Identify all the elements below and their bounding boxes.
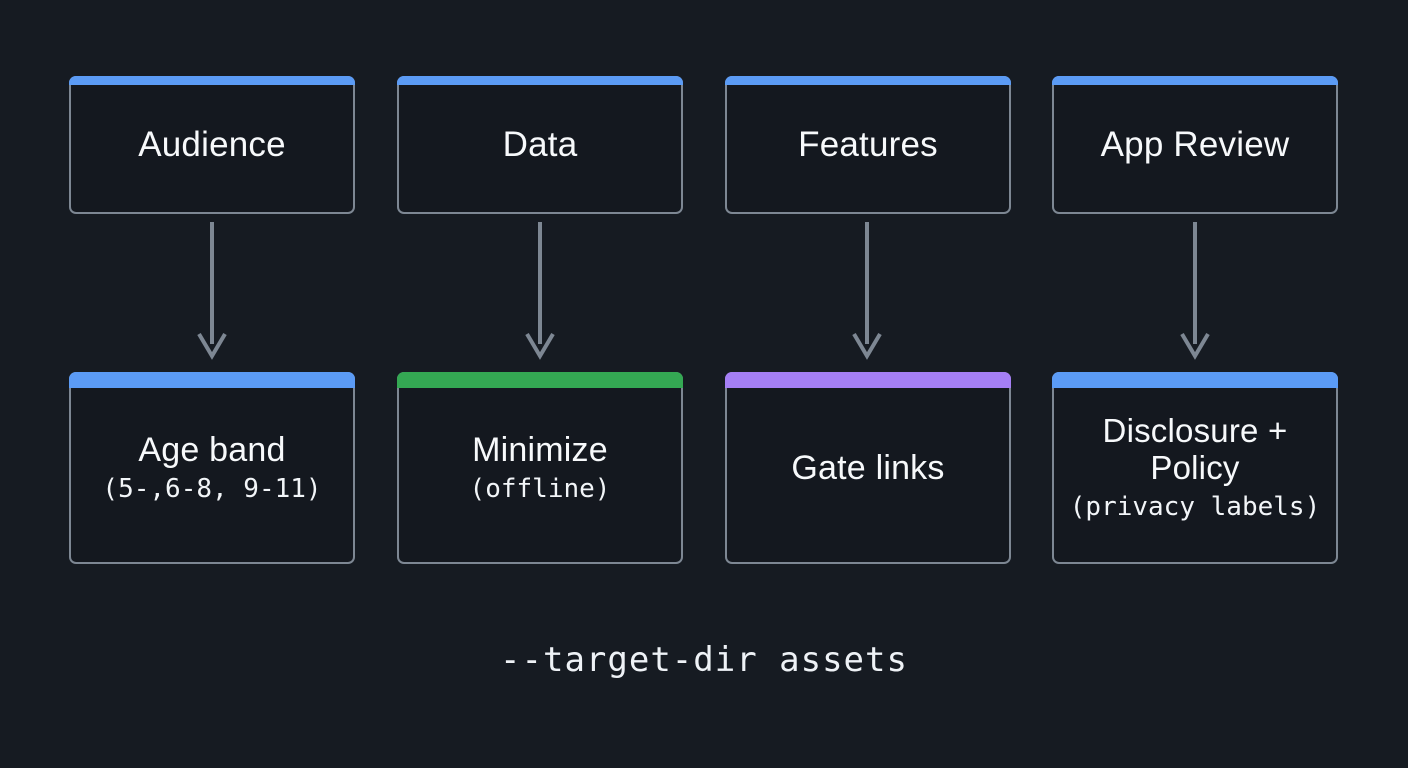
node-title: Features: [798, 125, 938, 165]
node-accent-bar: [397, 76, 683, 85]
node-body: App Review: [1054, 125, 1336, 165]
node-app-review[interactable]: App Review: [1052, 76, 1338, 214]
node-body: Age band (5-,6-8, 9-11): [71, 431, 353, 506]
diagram-caption: --target-dir assets: [500, 640, 908, 680]
edge-app-review-to-disclosure: [1179, 222, 1211, 362]
node-title: Minimize: [472, 430, 608, 469]
node-accent-bar: [1052, 372, 1338, 388]
node-audience[interactable]: Audience: [69, 76, 355, 214]
node-body: Minimize (offline): [399, 431, 681, 506]
node-title: Age band: [138, 430, 286, 469]
edge-data-to-minimize: [524, 222, 556, 362]
node-accent-bar: [69, 76, 355, 85]
node-title: Data: [502, 125, 578, 165]
node-body: Gate links: [727, 449, 1009, 488]
edge-features-to-gate-links: [851, 222, 883, 362]
node-accent-bar: [725, 372, 1011, 388]
node-title: Gate links: [791, 448, 945, 487]
node-subtitle: (offline): [469, 474, 611, 505]
node-minimize[interactable]: Minimize (offline): [397, 372, 683, 564]
node-body: Features: [727, 125, 1009, 165]
node-accent-bar: [69, 372, 355, 388]
node-data[interactable]: Data: [397, 76, 683, 214]
node-subtitle: (privacy labels): [1069, 491, 1321, 522]
node-age-band[interactable]: Age band (5-,6-8, 9-11): [69, 372, 355, 564]
node-title: Audience: [138, 125, 286, 165]
node-body: Disclosure + Policy (privacy labels): [1054, 411, 1336, 523]
node-gate-links[interactable]: Gate links: [725, 372, 1011, 564]
node-accent-bar: [725, 76, 1011, 85]
node-body: Data: [399, 125, 681, 165]
node-features[interactable]: Features: [725, 76, 1011, 214]
node-title: Disclosure + Policy: [1102, 411, 1288, 486]
node-title: App Review: [1100, 125, 1290, 165]
node-disclosure-policy[interactable]: Disclosure + Policy (privacy labels): [1052, 372, 1338, 564]
node-accent-bar: [1052, 76, 1338, 85]
node-body: Audience: [71, 125, 353, 165]
node-accent-bar: [397, 372, 683, 388]
edge-audience-to-age-band: [196, 222, 228, 362]
node-subtitle: (5-,6-8, 9-11): [102, 474, 322, 505]
